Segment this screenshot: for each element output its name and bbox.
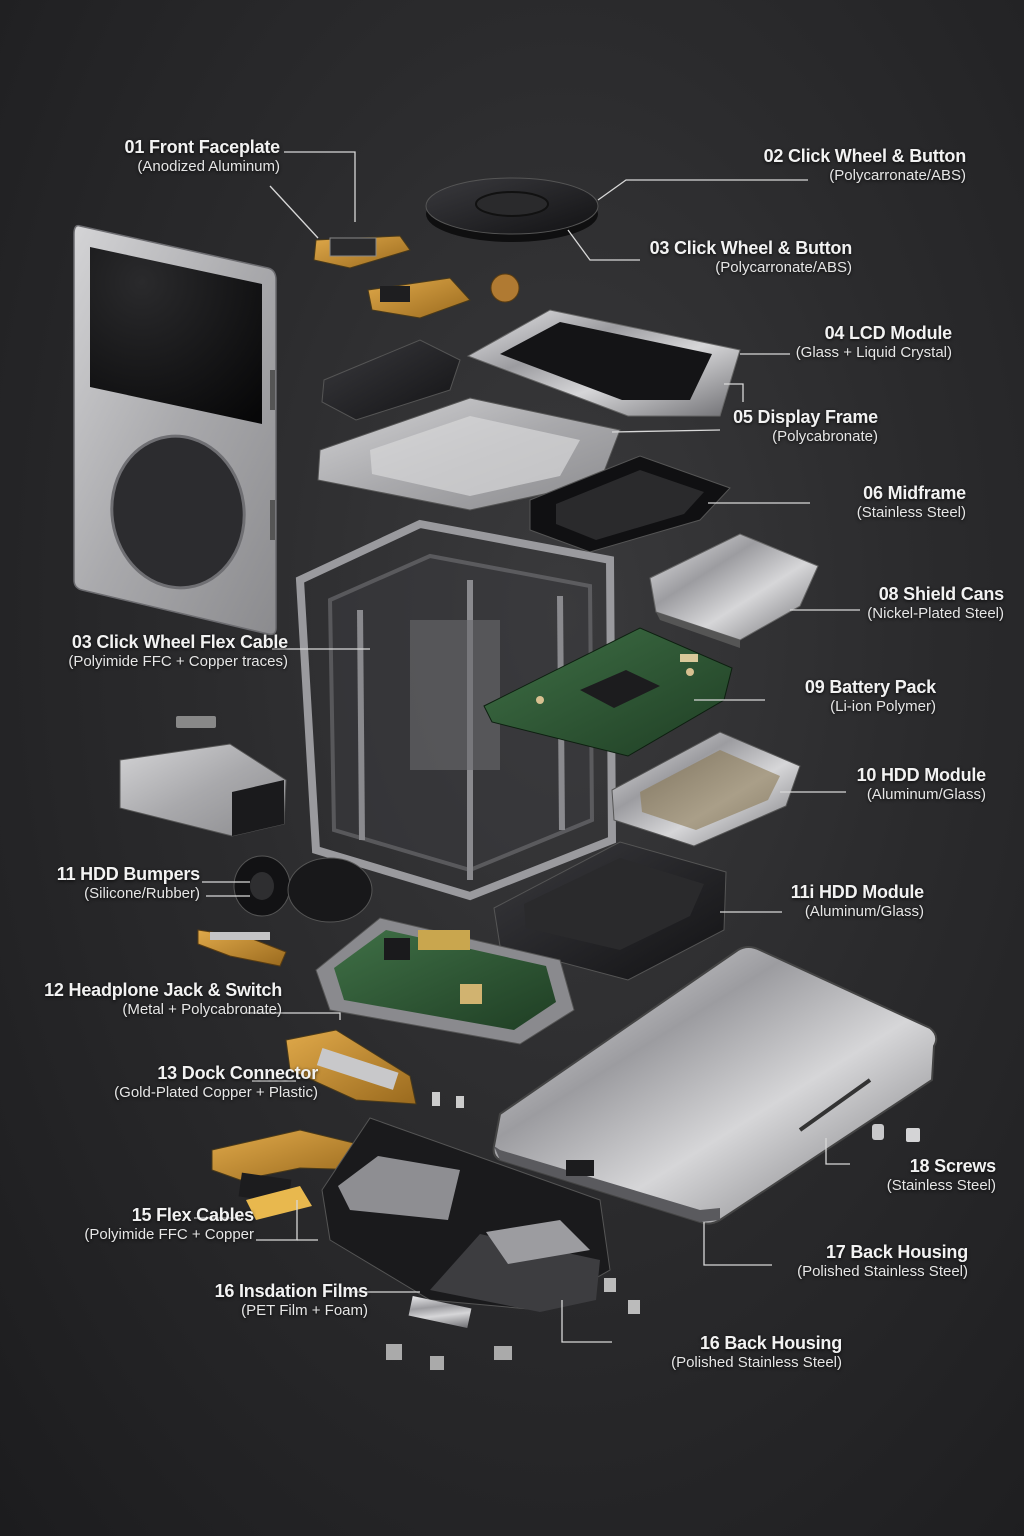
chassis-cage-part: [295, 519, 617, 901]
leader-lines: [194, 151, 860, 1343]
label-click-wheel-03: 03 Click Wheel & Button (Polycarronate/A…: [606, 238, 853, 276]
label-material: (Aluminum/Glass): [804, 902, 924, 920]
screws-part: [386, 1092, 920, 1370]
battery-unit-part: [119, 716, 287, 837]
label-material: (Nickel-Plated Steel): [867, 604, 1004, 622]
label-material: (Polished Stainless Steel): [671, 1353, 842, 1371]
label-material: (Stainless Steel): [856, 503, 966, 521]
label-click-wheel-02: 02 Click Wheel & Button (Polycarronate/A…: [720, 146, 967, 184]
label-material: (Gold-Plated Copper + Plastic): [114, 1083, 318, 1101]
label-material: (Glass + Liquid Crystal): [795, 343, 952, 361]
label-back-housing-17: 17 Back Housing (Polished Stainless Stee…: [746, 1242, 968, 1280]
label-headphone-jack: 12 Headplone Jack & Switch (Metal + Poly…: [30, 980, 282, 1018]
label-title: 15 Flex Cables: [131, 1205, 254, 1225]
label-title: 06 Midframe: [863, 483, 966, 503]
label-hdd-bumpers: 11 HDD Bumpers (Silicone/Rubber): [30, 864, 200, 902]
label-title: 18 Screws: [909, 1156, 996, 1176]
label-material: (PET Film + Foam): [241, 1301, 368, 1319]
label-front-faceplate: 01 Front Faceplate (Anodized Aluminum): [90, 137, 281, 175]
label-title: 01 Front Faceplate: [124, 137, 281, 157]
label-hdd-module-10: 10 HDD Module (Aluminum/Glass): [806, 765, 987, 803]
lcd-module-part: [466, 309, 741, 417]
logic-board-part: [483, 627, 733, 757]
label-material: (Polycarronate/ABS): [829, 166, 966, 184]
label-title: 10 HDD Module: [856, 765, 987, 785]
headphone-switch-part: [197, 929, 287, 967]
label-dock-connector: 13 Dock Connector (Gold-Plated Copper + …: [60, 1063, 318, 1101]
label-title: 11 HDD Bumpers: [56, 864, 200, 884]
label-material: (Silicone/Rubber): [84, 884, 200, 902]
label-title: 05 Display Frame: [733, 407, 878, 427]
dock-connector-part: [285, 1029, 417, 1105]
shield-can-part: [649, 533, 819, 648]
label-material: (Polycabronate): [772, 427, 878, 445]
front-faceplate-part: [73, 224, 277, 636]
label-title: 13 Dock Connector: [157, 1063, 318, 1083]
label-title: 12 Headplone Jack & Switch: [44, 980, 282, 1000]
label-title: 02 Click Wheel & Button: [763, 146, 967, 166]
label-title: 11i HDD Module: [790, 882, 924, 902]
label-title: 16 Insdation Films: [214, 1281, 369, 1301]
display-frame-part: [317, 397, 621, 511]
label-title: 09 Battery Pack: [804, 677, 936, 697]
label-title: 08 Shield Cans: [878, 584, 1004, 604]
display-bracket: [321, 339, 461, 421]
click-wheel-part: [425, 177, 599, 242]
label-material: (Li-ion Polymer): [830, 697, 936, 715]
hdd-bumpers-part: [233, 855, 373, 923]
label-material: (Metal + Polycabronate): [122, 1000, 282, 1018]
connector-brackets: [313, 235, 520, 319]
label-title: 16 Back Housing: [699, 1333, 842, 1353]
insulation-films-part: [321, 1117, 611, 1312]
label-material: (Polyimide FFC + Copper: [84, 1225, 254, 1243]
label-material: (Anodized Aluminum): [137, 157, 280, 175]
label-lcd-module: 04 LCD Module (Glass + Liquid Crystal): [752, 323, 953, 361]
label-screws: 18 Screws (Stainless Steel): [830, 1156, 996, 1194]
label-shield-cans: 08 Shield Cans (Nickel-Plated Steel): [830, 584, 1004, 622]
label-material: (Polycarronate/ABS): [715, 258, 852, 276]
label-title: 04 LCD Module: [824, 323, 953, 343]
label-midframe: 06 Midframe (Stainless Steel): [806, 483, 966, 521]
label-title: 03 Click Wheel Flex Cable: [71, 632, 288, 652]
label-material: (Polished Stainless Steel): [797, 1262, 968, 1280]
label-insulation-films: 16 Insdation Films (PET Film + Foam): [160, 1281, 369, 1319]
label-material: (Aluminum/Glass): [866, 785, 986, 803]
label-flex-cables: 15 Flex Cables (Polyimide FFC + Copper: [40, 1205, 254, 1243]
label-back-housing-16: 16 Back Housing (Polished Stainless Stee…: [616, 1333, 842, 1371]
label-title: 17 Back Housing: [825, 1242, 968, 1262]
hdd-silver-part: [611, 731, 801, 847]
label-hdd-module-11i: 11i HDD Module (Aluminum/Glass): [740, 882, 924, 920]
label-title: 03 Click Wheel & Button: [649, 238, 853, 258]
label-material: (Polyimide FFC + Copper traces): [68, 652, 288, 670]
label-display-frame: 05 Display Frame (Polycabronate): [700, 407, 878, 445]
label-material: (Stainless Steel): [886, 1176, 996, 1194]
back-housing-part: [492, 946, 938, 1225]
midframe-part: [529, 455, 731, 553]
flex-cables-part: [211, 1129, 369, 1220]
label-battery-pack: 09 Battery Pack (Li-ion Polymer): [756, 677, 936, 715]
label-click-wheel-flex: 03 Click Wheel Flex Cable (Polyimide FFC…: [30, 632, 288, 670]
lower-logic-board-part: [315, 917, 575, 1045]
